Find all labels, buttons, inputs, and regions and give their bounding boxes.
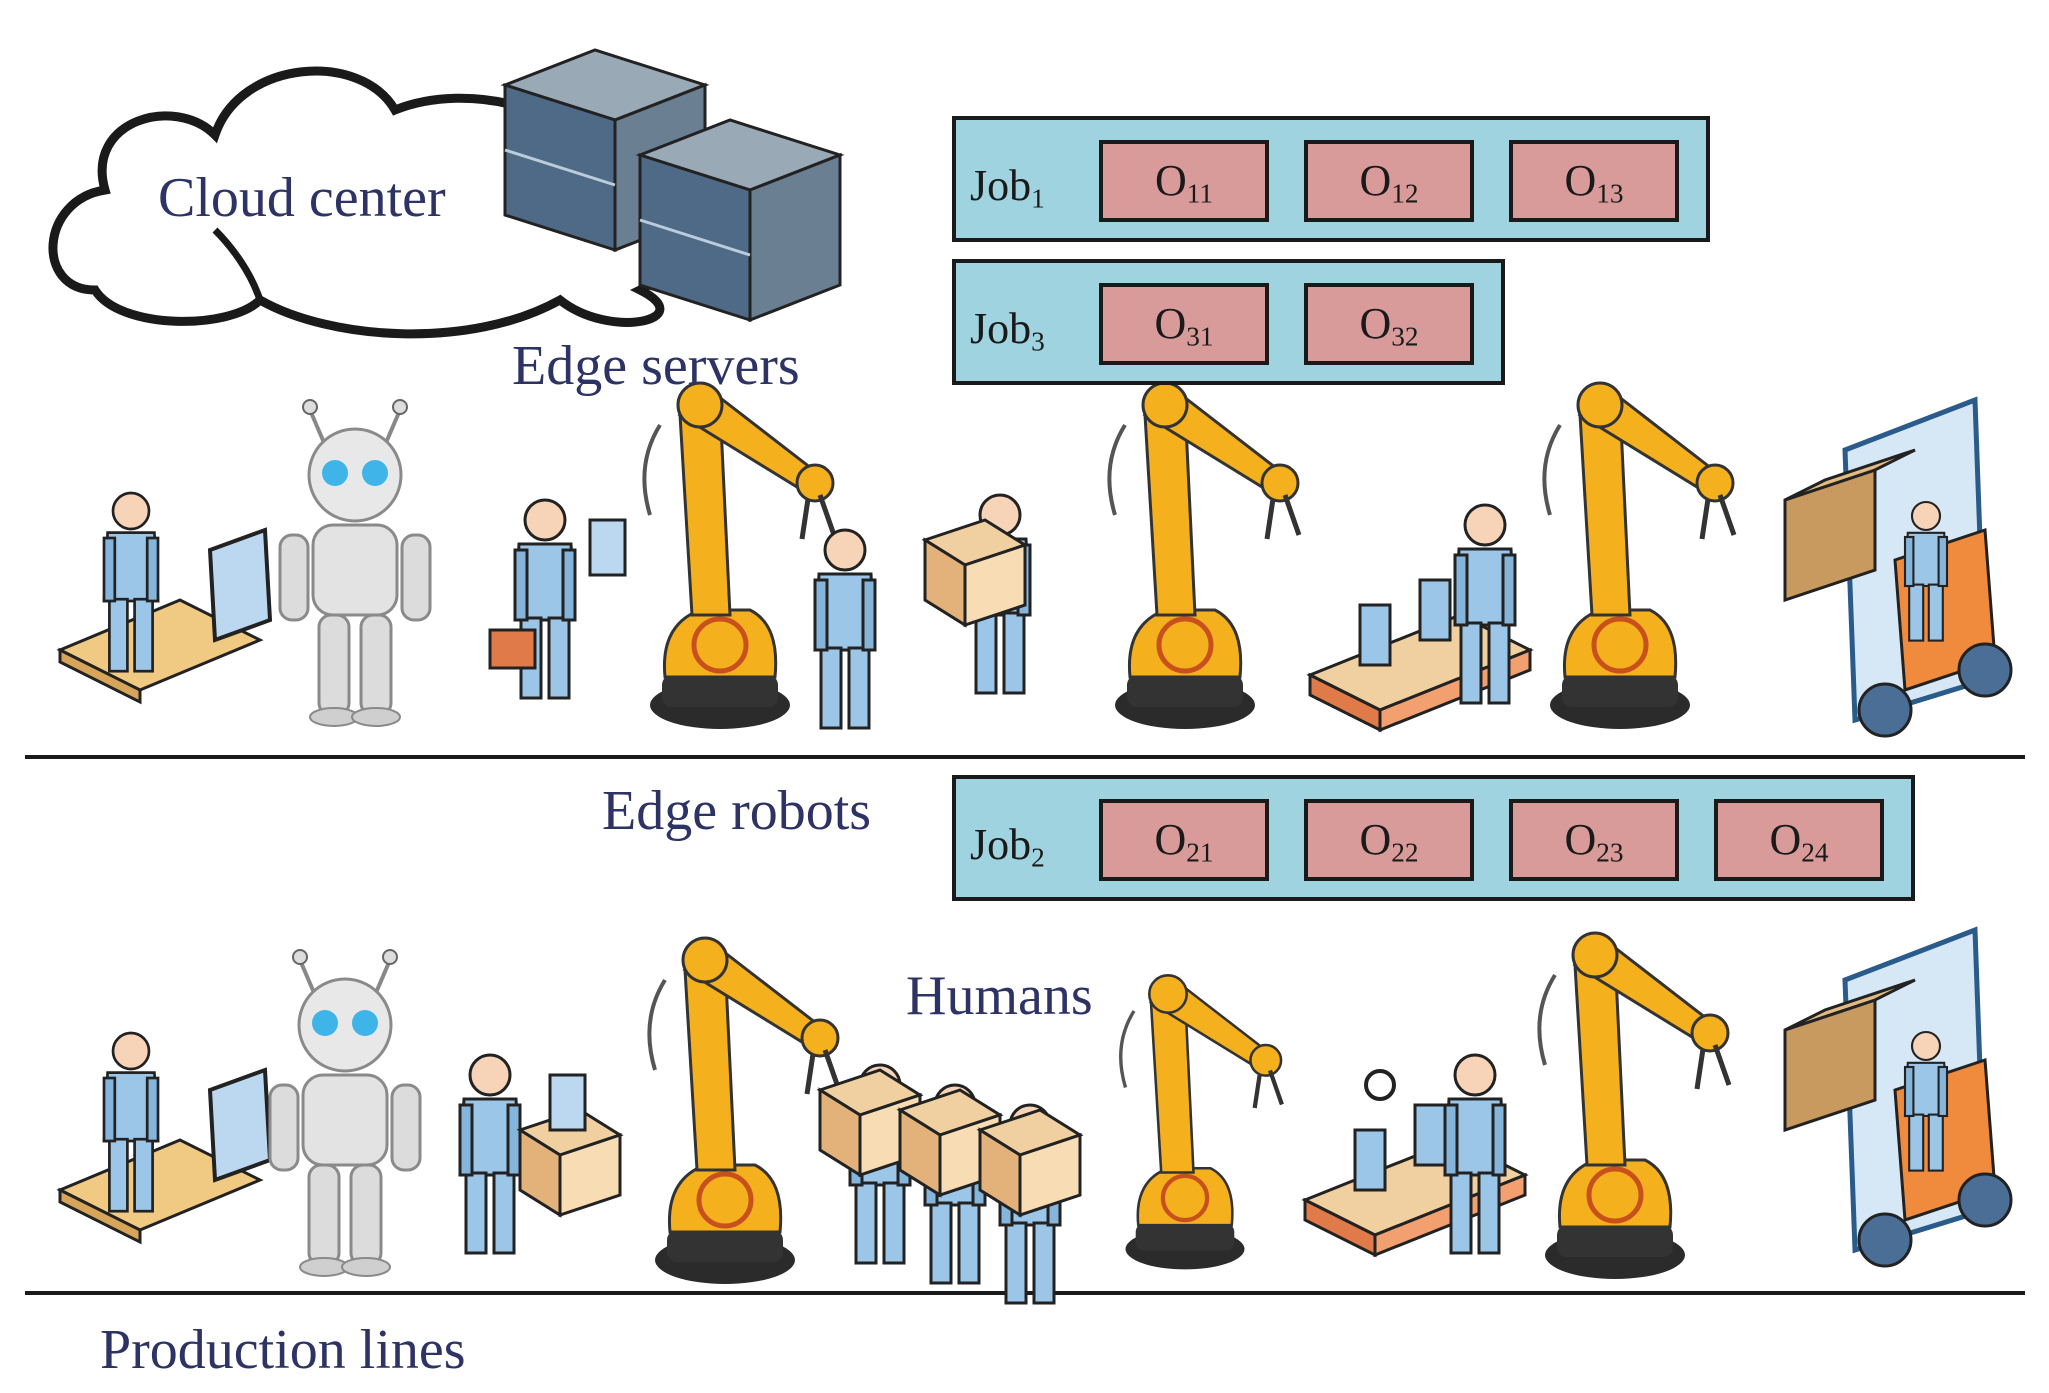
job-1-label: Job1 [970, 161, 1045, 214]
humans-label: Humans [906, 965, 1093, 1027]
edge-server-icon [500, 48, 845, 323]
robotic-arm-icon [1121, 975, 1282, 1269]
worker-with-tablet-icon [488, 498, 627, 700]
robotic-arm-icon [1544, 383, 1734, 729]
engineer-at-desk-icon [60, 493, 270, 702]
forklift-icon [1785, 930, 2011, 1266]
operation-o21: O21 [1099, 799, 1269, 881]
operation-o13: O13 [1509, 140, 1679, 222]
job-2-label: Job2 [970, 820, 1045, 873]
worker-carrying-box-icon [923, 493, 1032, 695]
job-1: Job1 O11 O12 O13 [952, 116, 1710, 242]
edge-servers-label: Edge servers [512, 335, 800, 397]
forklift-icon [1785, 400, 2011, 736]
humanoid-robot-icon [268, 948, 422, 1278]
robotic-arm-icon [1109, 383, 1299, 729]
engineer-at-desk-icon [60, 1033, 270, 1242]
job-3-label: Job3 [970, 304, 1045, 357]
operation-o31: O31 [1099, 283, 1269, 365]
cloud-center-label: Cloud center [158, 167, 446, 229]
production-lines-label: Production lines [100, 1319, 466, 1381]
assembly-line-icon [1308, 503, 1532, 732]
operation-o22: O22 [1304, 799, 1474, 881]
operation-o23: O23 [1509, 799, 1679, 881]
packing-worker-icon [458, 1053, 622, 1255]
job-2: Job2 O21 O22 O23 O24 [952, 775, 1915, 901]
inspector-icon [1303, 1053, 1527, 1257]
robotic-arm-icon [644, 383, 834, 729]
edge-robots-label: Edge robots [602, 780, 872, 842]
operation-o32: O32 [1304, 283, 1474, 365]
worker-carrying-box-icon [813, 528, 877, 730]
operation-o12: O12 [1304, 140, 1474, 222]
robotic-arm-icon [649, 938, 839, 1284]
operation-o11: O11 [1099, 140, 1269, 222]
operation-o24: O24 [1714, 799, 1884, 881]
robotic-arm-icon [1539, 933, 1729, 1279]
worker-carrying-box-icon [818, 1063, 1082, 1305]
humanoid-robot-icon [278, 398, 432, 728]
job-3: Job3 O31 O32 [952, 259, 1505, 385]
